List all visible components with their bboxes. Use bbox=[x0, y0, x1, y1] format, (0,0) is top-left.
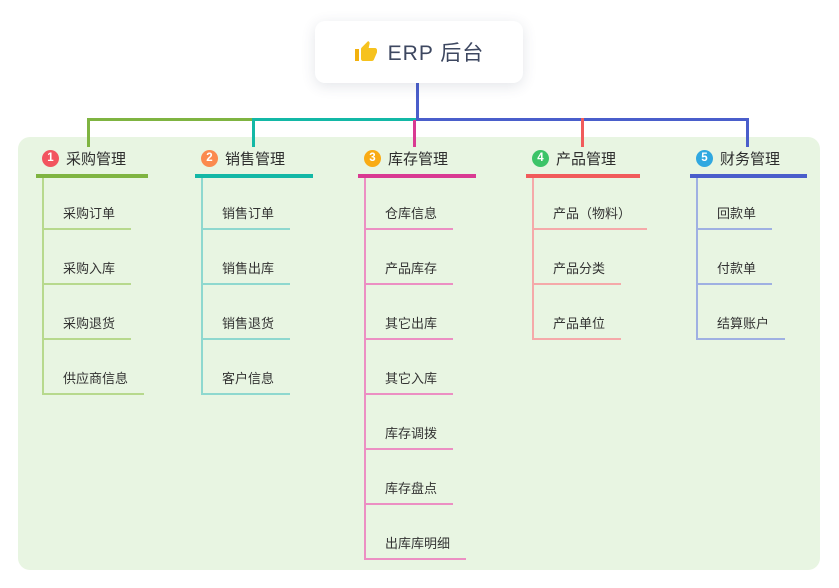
list-item: 回款单 bbox=[698, 178, 785, 230]
mindmap-node[interactable]: 采购入库 bbox=[44, 258, 132, 285]
list-item: 库存调拨 bbox=[366, 395, 466, 450]
branch-children-product: 产品（物料） 产品分类 产品单位 bbox=[532, 178, 648, 340]
list-item: 付款单 bbox=[698, 230, 785, 285]
list-item: 仓库信息 bbox=[366, 178, 466, 230]
list-item: 采购退货 bbox=[44, 285, 144, 340]
connector-drop-sales bbox=[252, 118, 255, 147]
mindmap-node[interactable]: 产品单位 bbox=[534, 313, 622, 340]
connector-drop-purchase bbox=[87, 118, 90, 147]
branch-node-product[interactable]: 4 产品管理 bbox=[526, 147, 640, 178]
branch-title: 财务管理 bbox=[720, 150, 781, 168]
mindmap-node[interactable]: 销售出库 bbox=[203, 258, 291, 285]
mindmap-node[interactable]: 仓库信息 bbox=[366, 203, 454, 230]
badge-number-1: 1 bbox=[42, 149, 59, 167]
root-node-erp-backend[interactable]: ERP 后台 bbox=[315, 21, 523, 83]
mindmap-node[interactable]: 产品（物料） bbox=[534, 203, 648, 230]
mindmap-node[interactable]: 销售退货 bbox=[203, 313, 291, 340]
list-item: 产品单位 bbox=[534, 285, 647, 340]
list-item: 结算账户 bbox=[698, 285, 786, 340]
list-item: 其它入库 bbox=[366, 340, 466, 395]
branch-sales-management: 2 销售管理 销售订单 销售出库 销售退货 客户信息 bbox=[195, 147, 313, 395]
mindmap-node[interactable]: 销售订单 bbox=[203, 203, 291, 230]
badge-number-4: 4 bbox=[532, 149, 549, 167]
mindmap-node[interactable]: 出库库明细 bbox=[366, 533, 467, 560]
branch-node-sales[interactable]: 2 销售管理 bbox=[195, 147, 313, 178]
branch-children-purchase: 采购订单 采购入库 采购退货 供应商信息 bbox=[42, 178, 145, 395]
mindmap-node[interactable]: 库存调拨 bbox=[366, 423, 454, 450]
list-item: 销售出库 bbox=[203, 230, 291, 285]
thumbs-up-icon bbox=[354, 41, 377, 61]
connector-root-stem bbox=[416, 82, 419, 120]
branch-node-finance[interactable]: 5 财务管理 bbox=[690, 147, 807, 178]
mindmap-node[interactable]: 结算账户 bbox=[698, 313, 786, 340]
mindmap-node[interactable]: 产品库存 bbox=[366, 258, 454, 285]
branch-node-purchase[interactable]: 1 采购管理 bbox=[36, 147, 148, 178]
list-item: 供应商信息 bbox=[44, 340, 145, 395]
mindmap-node[interactable]: 采购订单 bbox=[44, 203, 132, 230]
mindmap-node[interactable]: 其它入库 bbox=[366, 368, 454, 395]
branch-title: 库存管理 bbox=[388, 150, 449, 168]
mindmap-node[interactable]: 其它出库 bbox=[366, 313, 454, 340]
connector-drop-inventory bbox=[413, 120, 416, 147]
badge-number-3: 3 bbox=[364, 149, 381, 167]
branch-children-inventory: 仓库信息 产品库存 其它出库 其它入库 库存调拨 库存盘点 出库库明细 bbox=[364, 178, 467, 560]
branch-children-sales: 销售订单 销售出库 销售退货 客户信息 bbox=[201, 178, 291, 395]
mindmap-node[interactable]: 库存盘点 bbox=[366, 478, 454, 505]
branch-title: 销售管理 bbox=[225, 150, 286, 168]
list-item: 采购订单 bbox=[44, 178, 144, 230]
list-item: 产品库存 bbox=[366, 230, 466, 285]
list-item: 其它出库 bbox=[366, 285, 466, 340]
root-node-title: ERP 后台 bbox=[387, 42, 485, 65]
list-item: 产品（物料） bbox=[534, 178, 648, 230]
branch-purchase-management: 1 采购管理 采购订单 采购入库 采购退货 供应商信息 bbox=[36, 147, 148, 395]
branch-finance-management: 5 财务管理 回款单 付款单 结算账户 bbox=[690, 147, 807, 340]
connector-horizontal-teal bbox=[252, 118, 417, 121]
badge-number-5: 5 bbox=[696, 149, 713, 167]
mindmap-node[interactable]: 回款单 bbox=[698, 203, 773, 230]
list-item: 销售退货 bbox=[203, 285, 291, 340]
connector-drop-finance bbox=[746, 118, 749, 147]
list-item: 销售订单 bbox=[203, 178, 291, 230]
connector-horizontal-green bbox=[87, 118, 254, 121]
branch-children-finance: 回款单 付款单 结算账户 bbox=[696, 178, 786, 340]
mindmap-panel bbox=[18, 137, 820, 570]
branch-title: 产品管理 bbox=[556, 150, 617, 168]
branch-title: 采购管理 bbox=[66, 150, 127, 168]
mindmap-node[interactable]: 产品分类 bbox=[534, 258, 622, 285]
branch-product-management: 4 产品管理 产品（物料） 产品分类 产品单位 bbox=[526, 147, 648, 340]
branch-node-inventory[interactable]: 3 库存管理 bbox=[358, 147, 476, 178]
list-item: 客户信息 bbox=[203, 340, 291, 395]
mindmap-node[interactable]: 付款单 bbox=[698, 258, 773, 285]
mindmap-node[interactable]: 采购退货 bbox=[44, 313, 132, 340]
list-item: 采购入库 bbox=[44, 230, 144, 285]
list-item: 产品分类 bbox=[534, 230, 647, 285]
list-item: 出库库明细 bbox=[366, 505, 467, 560]
connector-drop-product bbox=[581, 118, 584, 147]
list-item: 库存盘点 bbox=[366, 450, 466, 505]
badge-number-2: 2 bbox=[201, 149, 218, 167]
mindmap-node[interactable]: 供应商信息 bbox=[44, 368, 145, 395]
branch-inventory-management: 3 库存管理 仓库信息 产品库存 其它出库 其它入库 库存调拨 库存盘点 出库库… bbox=[358, 147, 476, 560]
mindmap-node[interactable]: 客户信息 bbox=[203, 368, 291, 395]
